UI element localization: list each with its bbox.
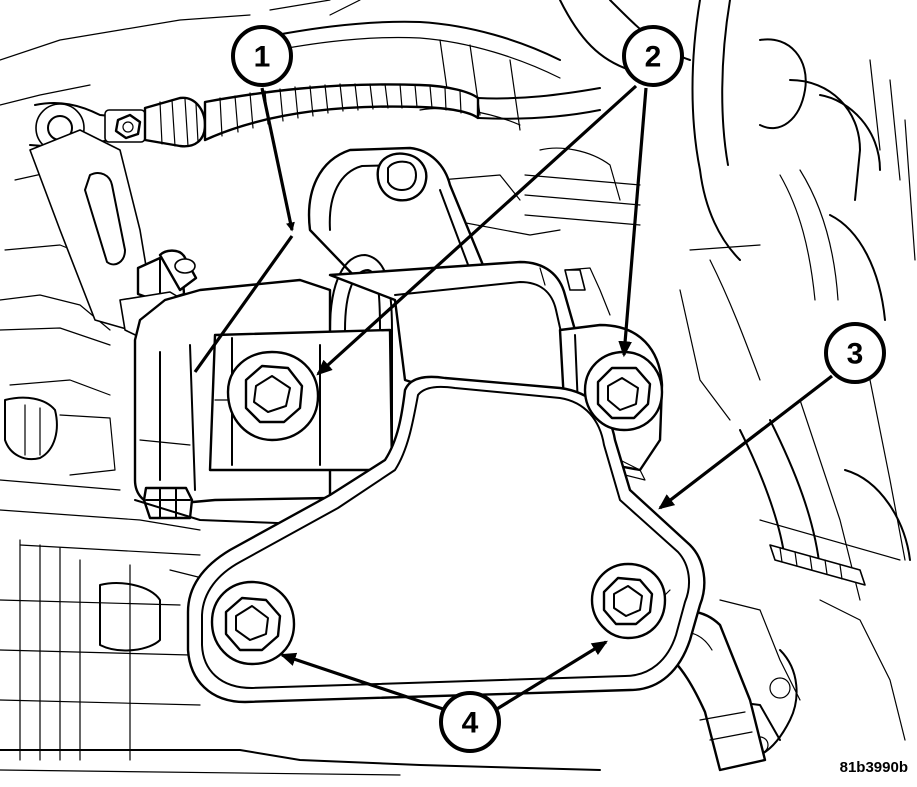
bolt-2-right [583, 350, 664, 432]
callout-4: 4 [439, 691, 501, 753]
bolt-2-left [226, 350, 320, 442]
leader-2-to-right-bolt [618, 87, 648, 358]
upper-mount-bracket [307, 146, 487, 284]
callout-3: 3 [824, 322, 886, 384]
callout-3-label: 3 [847, 338, 864, 371]
callout-1: 1 [231, 25, 293, 87]
leader-1-to-housing [193, 235, 294, 373]
leader-4-to-left-bolt [279, 652, 453, 714]
callout-1-label: 1 [254, 41, 271, 74]
leader-lines [193, 84, 833, 714]
figure-code: 81b3990b [840, 759, 908, 776]
callout-2: 2 [622, 25, 684, 87]
bolt-4-left [210, 580, 296, 666]
leader-4-to-right-bolt [491, 640, 608, 714]
callout-4-label: 4 [462, 707, 479, 740]
callout-2-label: 2 [645, 41, 662, 74]
leader-2-to-left-bolt [316, 84, 638, 376]
bolt-4-right [590, 562, 667, 640]
leader-3-to-plate [658, 374, 833, 510]
leader-1-to-bracket [260, 87, 295, 232]
